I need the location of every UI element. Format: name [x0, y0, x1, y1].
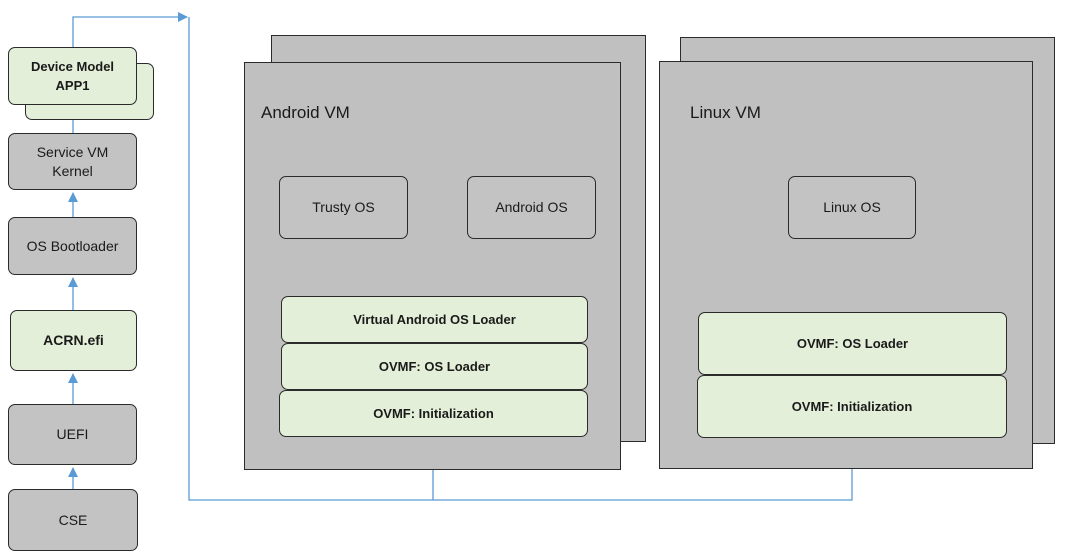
- android-ovmf-initialization-box: OVMF: Initialization: [279, 390, 588, 437]
- linux-ovmf-os-loader-box: OVMF: OS Loader: [698, 312, 1007, 375]
- linux-vm-title: Linux VM: [690, 103, 761, 122]
- android-vm-title: Android VM: [261, 103, 350, 122]
- linux-os-box: Linux OS: [788, 176, 916, 239]
- arrow-device-model-to-vms: [72, 12, 188, 47]
- linux-ovmf-initialization-box: OVMF: Initialization: [697, 375, 1007, 438]
- os-bootloader-box: OS Bootloader: [8, 217, 137, 275]
- device-model-app1-box: Device Model APP1: [8, 47, 137, 105]
- virtual-android-os-loader-box: Virtual Android OS Loader: [281, 296, 588, 343]
- android-os-box: Android OS: [467, 176, 596, 239]
- uefi-box: UEFI: [8, 404, 137, 465]
- trusty-os-box: Trusty OS: [279, 176, 408, 239]
- acrn-efi-box: ACRN.efi: [10, 310, 137, 371]
- service-vm-kernel-box: Service VM Kernel: [8, 133, 137, 190]
- android-ovmf-os-loader-box: OVMF: OS Loader: [281, 343, 588, 390]
- vm-launch-bus: [188, 17, 857, 501]
- cse-box: CSE: [8, 489, 138, 551]
